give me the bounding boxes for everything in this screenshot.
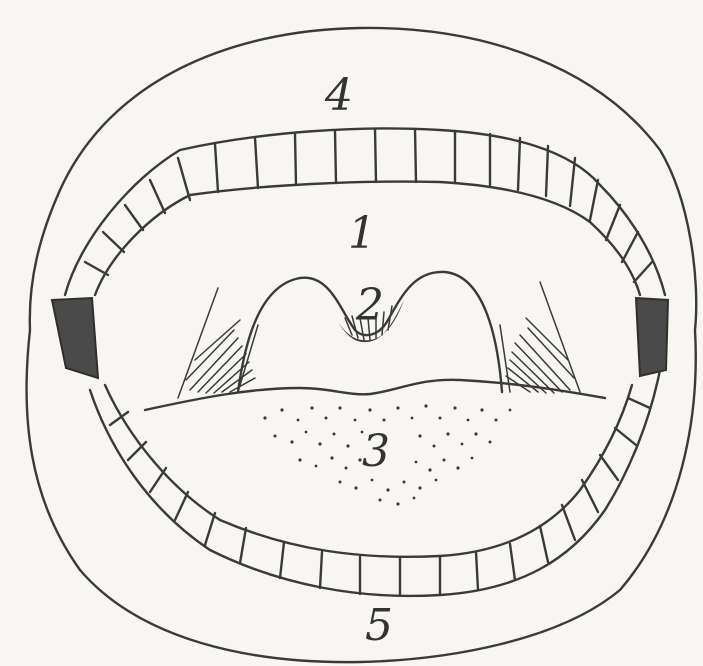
right-tonsil-pillar	[500, 282, 580, 393]
left-mouth-corner	[52, 298, 98, 378]
label-tongue: 3	[362, 426, 390, 477]
label-palate: 1	[348, 208, 376, 259]
label-upper-lip: 4	[324, 70, 353, 121]
left-tonsil-pillar	[178, 288, 258, 398]
right-mouth-corner	[636, 298, 668, 376]
lips-outline	[27, 28, 697, 662]
label-lower-lip: 5	[365, 600, 393, 651]
label-uvula: 2	[355, 280, 384, 331]
